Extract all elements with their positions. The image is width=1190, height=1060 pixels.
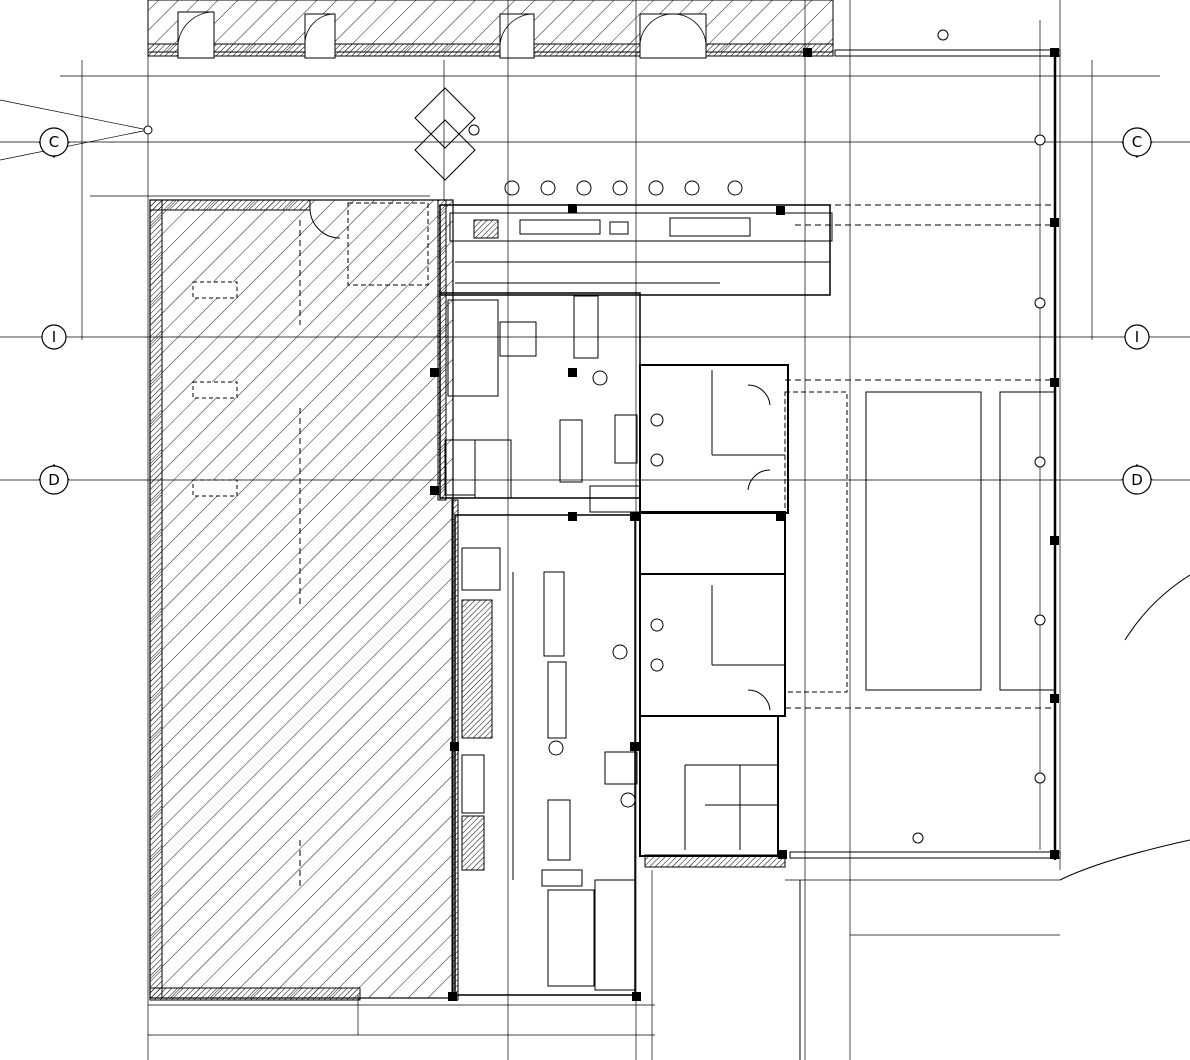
section-markers [143, 29, 1046, 844]
grid-label-i-left: I [52, 328, 56, 346]
grid-bubble-i-left: I [41, 324, 67, 350]
grid-label-d-left: D [48, 471, 60, 489]
grid-bubble-i-right: I [1124, 324, 1150, 350]
columns [430, 48, 1059, 1001]
adjacent-building-north [147, 0, 834, 59]
grid-bubble-c-left: C [38, 127, 70, 158]
grid-label-c-left: C [49, 133, 59, 151]
grid-bubble-c-right: C [1121, 127, 1153, 158]
grid-bubble-d-right: D [1121, 464, 1153, 495]
kitchen-block [437, 199, 833, 1001]
grid-label-c-right: C [1132, 133, 1142, 151]
grid-bubble-d-left: D [38, 464, 70, 495]
grid-label-d-right: D [1131, 471, 1143, 489]
entrance-area [309, 87, 743, 286]
hatched-zone-west [149, 199, 454, 1001]
toilet-blocks [639, 364, 789, 868]
grid-label-i-right: I [1135, 328, 1139, 346]
terrace-east [784, 49, 1190, 1060]
